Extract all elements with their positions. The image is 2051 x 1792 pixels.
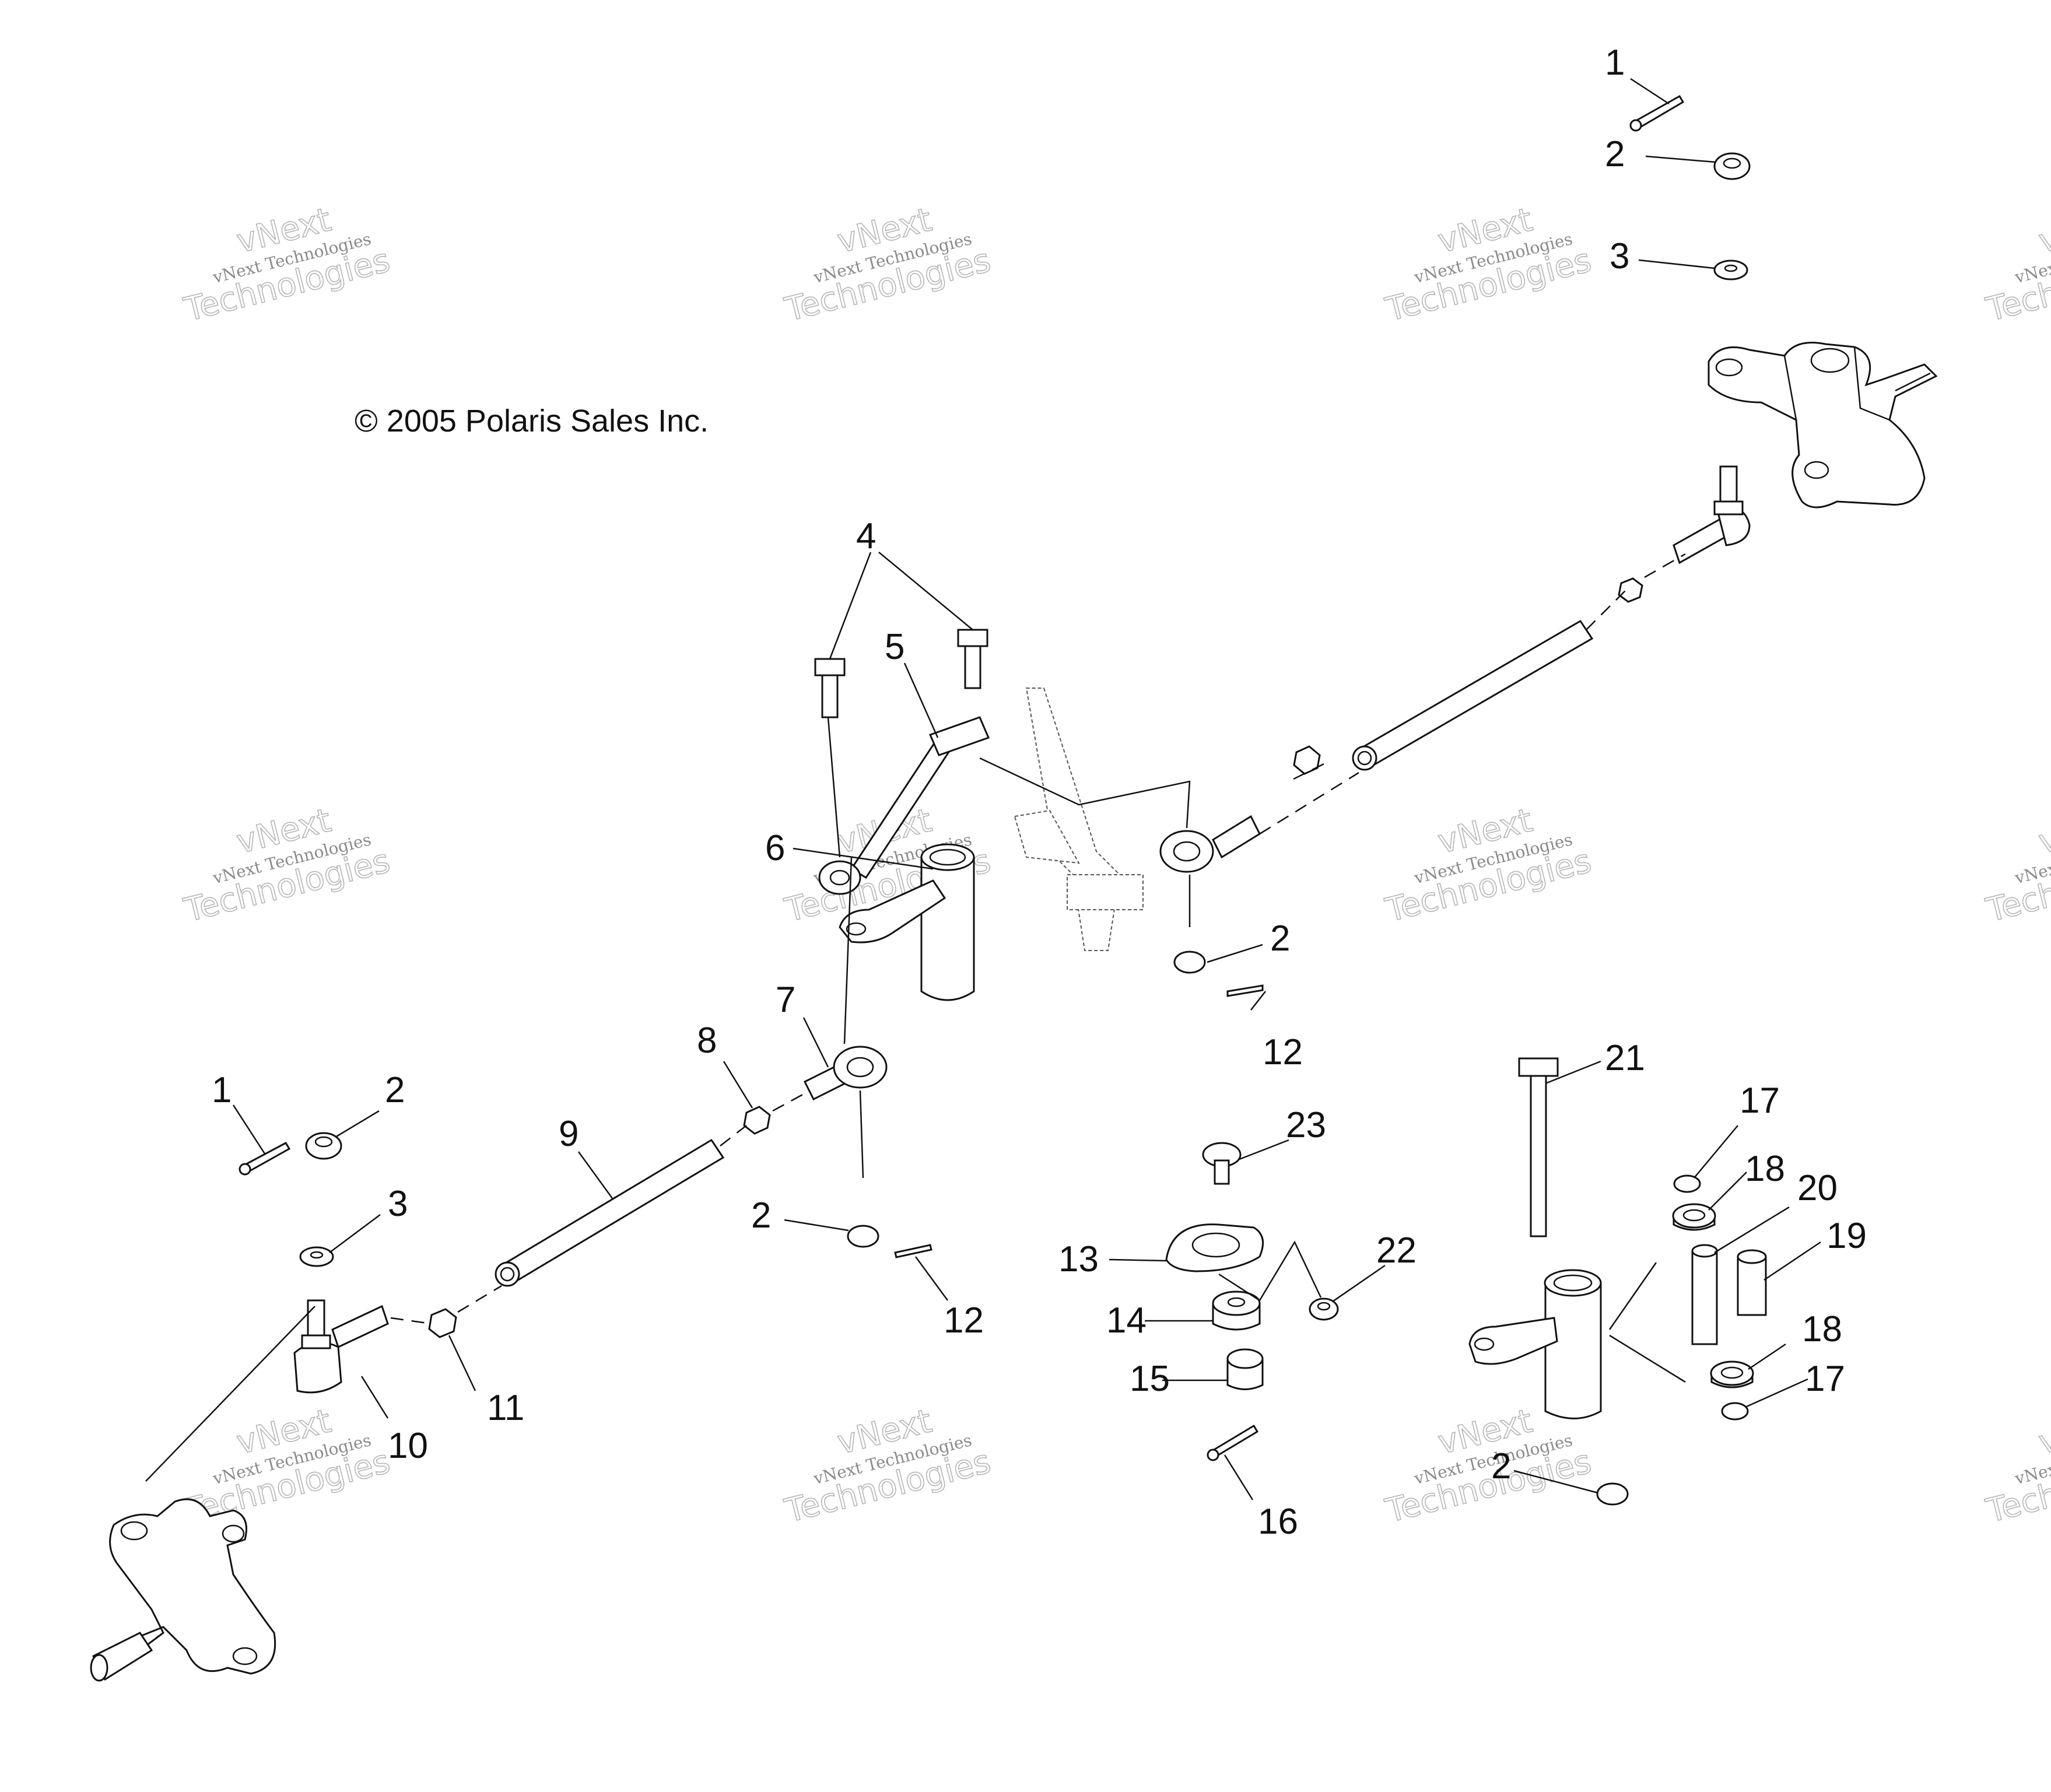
jam-nut-8 [743, 1106, 771, 1135]
callout-1: 1 [1605, 43, 1625, 83]
castle-nut-2-left [305, 1132, 342, 1160]
bolt-23 [1202, 1142, 1242, 1185]
nut-22 [1309, 1297, 1339, 1321]
callout-3: 3 [1610, 236, 1629, 276]
bolts-4 [814, 629, 988, 718]
bushing-19 [1737, 1249, 1767, 1316]
callout-15: 15 [1130, 1359, 1170, 1399]
callout-2: 2 [1491, 1446, 1511, 1486]
callout-labels: 1 2 3 4 5 6 2 12 7 8 1 2 3 9 2 12 11 10 … [212, 43, 1867, 1542]
svg-text:vNext: vNext [2035, 801, 2051, 861]
callout-7: 7 [776, 980, 795, 1020]
right-tie-rod-end [1618, 465, 1751, 603]
callout-17: 17 [1805, 1359, 1845, 1399]
right-tie-rod [1352, 619, 1594, 771]
plate-13 [1165, 1223, 1264, 1272]
nut-15 [1226, 1348, 1264, 1390]
callout-13: 13 [1058, 1239, 1099, 1279]
pitman-arm-post [839, 843, 975, 1001]
cotter-pin-16 [1207, 1424, 1259, 1461]
right-spindle [1708, 342, 1938, 509]
watermark: vNext Technologies vNext Technologies [180, 201, 394, 330]
callout-2: 2 [1270, 918, 1290, 959]
callout-4: 4 [856, 516, 876, 556]
castle-nut-2-low [847, 1225, 879, 1248]
cotter-pin-1-top [1629, 94, 1685, 132]
steering-column-ghost [1014, 688, 1144, 951]
callout-17: 17 [1740, 1081, 1780, 1121]
callout-6: 6 [765, 828, 785, 868]
watermark: vNext Technologies vNext Technologies [780, 1402, 994, 1531]
washer-3-top [1713, 259, 1748, 280]
cotter-pin-1-left [239, 1142, 291, 1176]
idler-arm-post [1468, 1269, 1602, 1419]
callout-9: 9 [559, 1114, 579, 1154]
washer-17-top [1673, 1174, 1701, 1193]
watermark: vNext Technologies vNext Technologies [1381, 201, 1595, 330]
callout-12: 12 [944, 1300, 984, 1341]
callout-22: 22 [1376, 1230, 1417, 1271]
callout-2: 2 [751, 1195, 771, 1236]
watermark: vNext Technologies vNext Technologies [780, 201, 994, 330]
cotter-pin-12-low [894, 1244, 932, 1258]
watermark: vNext Technologies vNext Technologies [1982, 801, 2051, 931]
left-spindle [90, 1498, 276, 1682]
washer-17-low [1721, 1402, 1749, 1421]
watermark: vNext Technologies vNext Technologies [1381, 801, 1595, 931]
callout-2: 2 [1605, 134, 1625, 174]
callout-10: 10 [388, 1426, 428, 1466]
bearing-18-top [1672, 1203, 1716, 1231]
castle-nut-2-bottom [1596, 1482, 1629, 1506]
callout-20: 20 [1797, 1168, 1838, 1208]
watermark: vNext Technologies vNext Technologies [1982, 1402, 2051, 1531]
callout-16: 16 [1258, 1502, 1298, 1542]
bushing-14 [1212, 1290, 1261, 1331]
washer-3-left [299, 1246, 334, 1267]
svg-text:vNext: vNext [2035, 1402, 2051, 1462]
bolt-21 [1518, 1057, 1559, 1237]
callout-8: 8 [697, 1021, 717, 1061]
drag-link-end [1159, 745, 1321, 873]
left-tie-rod-9 [495, 1138, 725, 1287]
drag-link-5 [818, 716, 990, 895]
callout-5: 5 [885, 627, 904, 667]
callout-21: 21 [1605, 1038, 1645, 1078]
leader-lines [232, 78, 1821, 1500]
callout-19: 19 [1826, 1216, 1867, 1256]
assembly-lines [145, 553, 1686, 1482]
callout-18: 18 [1802, 1309, 1842, 1349]
callout-3: 3 [388, 1184, 408, 1224]
watermark: vNext Technologies vNext Technologies [1982, 201, 2051, 330]
castle-nut-2-top [1713, 152, 1751, 180]
callout-11: 11 [487, 1388, 524, 1428]
callout-1: 1 [212, 1070, 232, 1110]
left-tie-rod-end-10 [293, 1299, 389, 1394]
callout-23: 23 [1286, 1105, 1326, 1145]
callout-18: 18 [1745, 1149, 1785, 1189]
sleeve-20 [1691, 1244, 1718, 1345]
cotter-pin-12-mid [1226, 984, 1264, 997]
watermark: vNext Technologies vNext Technologies [180, 801, 394, 931]
bearing-18-low [1710, 1360, 1754, 1388]
svg-text:vNext: vNext [2035, 201, 2051, 261]
callout-12: 12 [1263, 1032, 1303, 1072]
copyright-notice: © 2005 Polaris Sales Inc. [355, 404, 709, 439]
callout-14: 14 [1106, 1300, 1147, 1341]
castle-nut-2-mid [1173, 951, 1206, 974]
jam-nut-11 [428, 1308, 457, 1338]
tie-rod-end-7 [803, 1046, 888, 1101]
callout-2: 2 [385, 1070, 405, 1110]
